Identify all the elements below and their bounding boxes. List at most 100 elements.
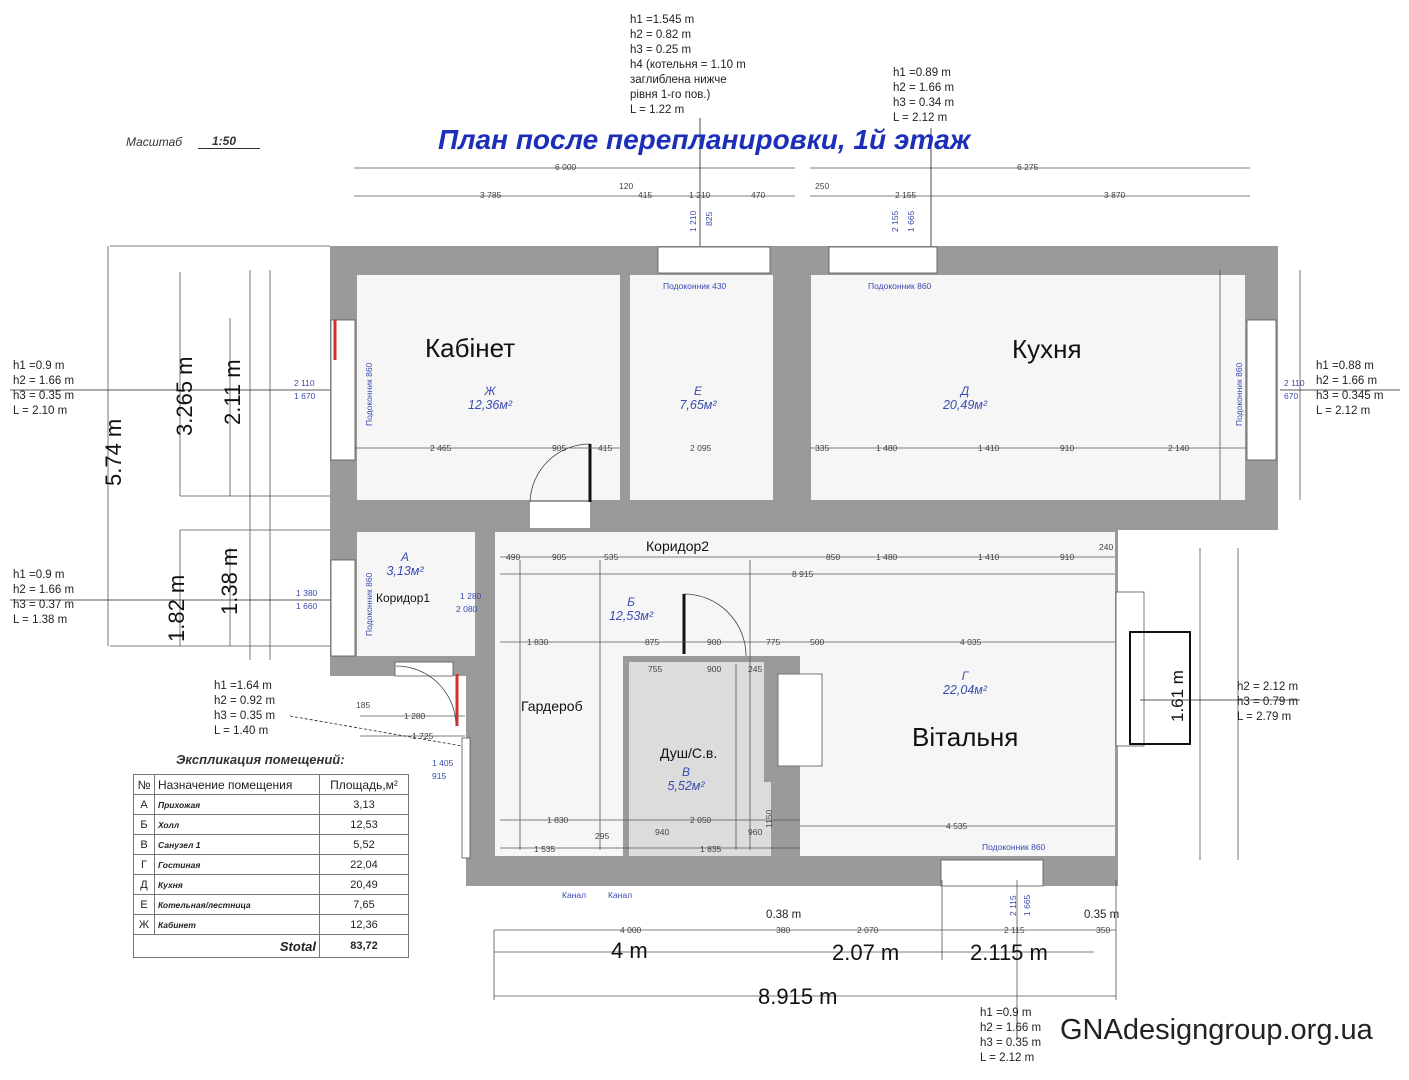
dimsm: 120 [619,181,634,191]
row-name: Холл [154,814,320,835]
table-row: Г Гостиная 22,04 [133,854,409,875]
dimsm: 2 155 [890,210,900,232]
windows [330,246,1277,887]
table-row: В Санузел 1 5,52 [133,834,409,855]
row-area: 3,13 [319,794,409,815]
dim-4: 4 m [611,938,648,963]
dimsm: 500 [810,637,825,647]
room-letter-sanuzel: В [681,765,690,779]
dimsm: 2 155 [895,190,917,200]
red-window-marks [333,320,459,726]
dimsm: 1 480 [876,443,898,453]
dim-038: 0.38 m [766,909,802,921]
dimsm: 2 070 [857,925,879,935]
dimsm: 8 915 [792,569,814,579]
dimsm: 905 [552,443,567,453]
dimsm: 415 [638,190,653,200]
dimsm: 960 [748,827,763,837]
dimsm: 1 380 [296,588,318,598]
dimsm: 4 535 [946,821,968,831]
note-entrance: h1 =1.64 m h2 = 0.92 m h3 = 0.35 m L = 1… [214,680,276,737]
dimsm: 240 [1099,542,1114,552]
dimsm: 775 [766,637,781,647]
dimsm: 900 [707,664,722,674]
dimsm: 910 [1060,443,1075,453]
dimsm: 1 280 [404,711,426,721]
row-name: Прихожая [154,794,320,815]
room-area-kotel: 7,65м² [679,398,717,412]
dimsm: Канал [608,890,633,900]
room-name-kukhnia: Кухня [1012,334,1082,364]
dimsm: 1 830 [547,815,569,825]
dimsm: 1 480 [876,552,898,562]
dimsm: 1 835 [700,844,722,854]
dim-2115: 2.115 m [970,940,1048,965]
dimsm: 490 [506,552,521,562]
dimsm: 295 [595,831,610,841]
sill-860-right: Подоконник 860 [1234,362,1244,426]
dimsm: 900 [707,637,722,647]
dimsm: 2 465 [430,443,452,453]
row-number: Д [133,874,155,895]
dimsm: 2 050 [690,815,712,825]
dimsm: 1 210 [688,210,698,232]
scale-value: 1:50 [198,134,260,149]
dimsm: 2 115 [1004,925,1025,935]
row-number: Е [133,894,155,915]
dimsm: 905 [552,552,567,562]
row-area: 22,04 [319,854,409,875]
room-letter-prykhozha: А [400,550,409,564]
header-area: Площадь,м² [319,774,409,795]
total-value: 83,72 [319,934,409,958]
room-letter-kukhnia: Д [960,384,970,398]
room-area-prykhozha: 3,13м² [386,564,424,578]
row-name: Санузел 1 [154,834,320,855]
dimsm: 4 000 [620,925,642,935]
dimsm: 1 665 [906,210,916,232]
dimension-lines [107,167,1301,1010]
dimsm: 2 110 [1284,378,1305,388]
dimsm: 1 665 [1022,894,1032,916]
room-floors [357,275,1245,856]
table-row: Б Холл 12,53 [133,814,409,835]
row-area: 7,65 [319,894,409,915]
dimsm: 350 [1096,925,1111,935]
dimsm: 825 [704,211,714,226]
row-number: В [133,834,155,855]
watermark: GNAdesigngroup.org.ua [1060,1014,1373,1046]
dimsm: 1 535 [534,844,556,854]
note-left-upper: h1 =0.9 m h2 = 1.66 m h3 = 0.35 m L = 2.… [13,360,75,417]
dimsm: 1 725 [412,731,434,741]
room-name-prykhozha: Коридор1 [376,591,431,605]
sill-430: Подоконник 430 [663,281,727,291]
room-area-kukhnia: 20,49м² [942,398,987,412]
dimsm: 755 [648,664,663,674]
note-right-lower: h2 = 2.12 m h3 = 0.79 m L = 2.79 m [1237,681,1299,723]
table-row: Д Кухня 20,49 [133,874,409,895]
dimsm: 2 140 [1168,443,1190,453]
explication-table: № Назначение помещения Площадь,м² А Прих… [133,774,409,958]
dimsm: 910 [1060,552,1075,562]
room-area-khol: 12,53м² [608,609,653,623]
dimsm: 1 830 [527,637,549,647]
room-area-kabinet: 12,36м² [467,398,512,412]
dimsm: 3 870 [1104,190,1126,200]
room-name-garderob: Гардероб [521,698,583,714]
dimsm: 380 [776,925,791,935]
dimsm: 670 [1284,391,1299,401]
explication-title: Экспликация помещений: [176,752,345,767]
dimsm: 6 275 [1017,162,1039,172]
row-number: Б [133,814,155,835]
note-left-lower: h1 =0.9 m h2 = 1.66 m h3 = 0.37 m L = 1.… [13,569,75,626]
total-label: Stotal [133,934,320,958]
row-area: 20,49 [319,874,409,895]
shaft [777,673,823,767]
dim-211: 2.11 m [220,359,245,425]
sill-860-left2: Подоконник 860 [364,572,374,636]
table-row: Е Котельная/лестница 7,65 [133,894,409,915]
dimsm: 2 095 [690,443,712,453]
dimsm: 470 [751,190,766,200]
leader-lines [10,118,1400,1040]
room-area-sanuzel: 5,52м² [667,779,705,793]
room-letter-vitalnia: Г [961,669,969,683]
